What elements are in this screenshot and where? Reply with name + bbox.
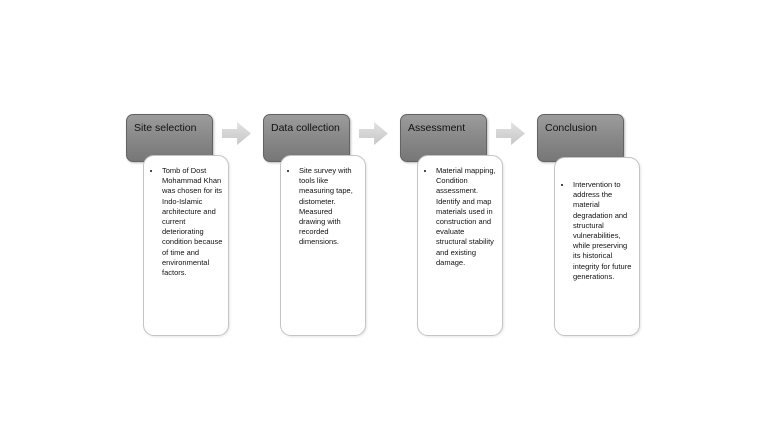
arrow-right-icon (222, 122, 251, 145)
step-body-conclusion: Intervention to address the material deg… (554, 157, 640, 336)
bullet-item: Intervention to address the material deg… (572, 180, 634, 282)
step-body-assessment: Material mapping, Condition assessment. … (417, 155, 503, 336)
step-body-data-collection: Site survey with tools like measuring ta… (280, 155, 366, 336)
step-header-conclusion[interactable]: Conclusion (537, 114, 624, 162)
step-header-assessment[interactable]: Assessment (400, 114, 487, 162)
bullet-list: Site survey with tools like measuring ta… (289, 166, 360, 248)
bullet-list: Material mapping, Condition assessment. … (426, 166, 497, 268)
step-body-site-selection: Tomb of Dost Mohammad Khan was chosen fo… (143, 155, 229, 336)
arrow-right-icon (496, 122, 525, 145)
bullet-item: Tomb of Dost Mohammad Khan was chosen fo… (161, 166, 223, 278)
arrow-right-icon (359, 122, 388, 145)
bullet-item: Material mapping, Condition assessment. … (435, 166, 497, 268)
bullet-item: Site survey with tools like measuring ta… (298, 166, 360, 248)
bullet-list: Tomb of Dost Mohammad Khan was chosen fo… (152, 166, 223, 278)
bullet-list: Intervention to address the material deg… (563, 180, 634, 282)
step-header-site-selection[interactable]: Site selection (126, 114, 213, 162)
